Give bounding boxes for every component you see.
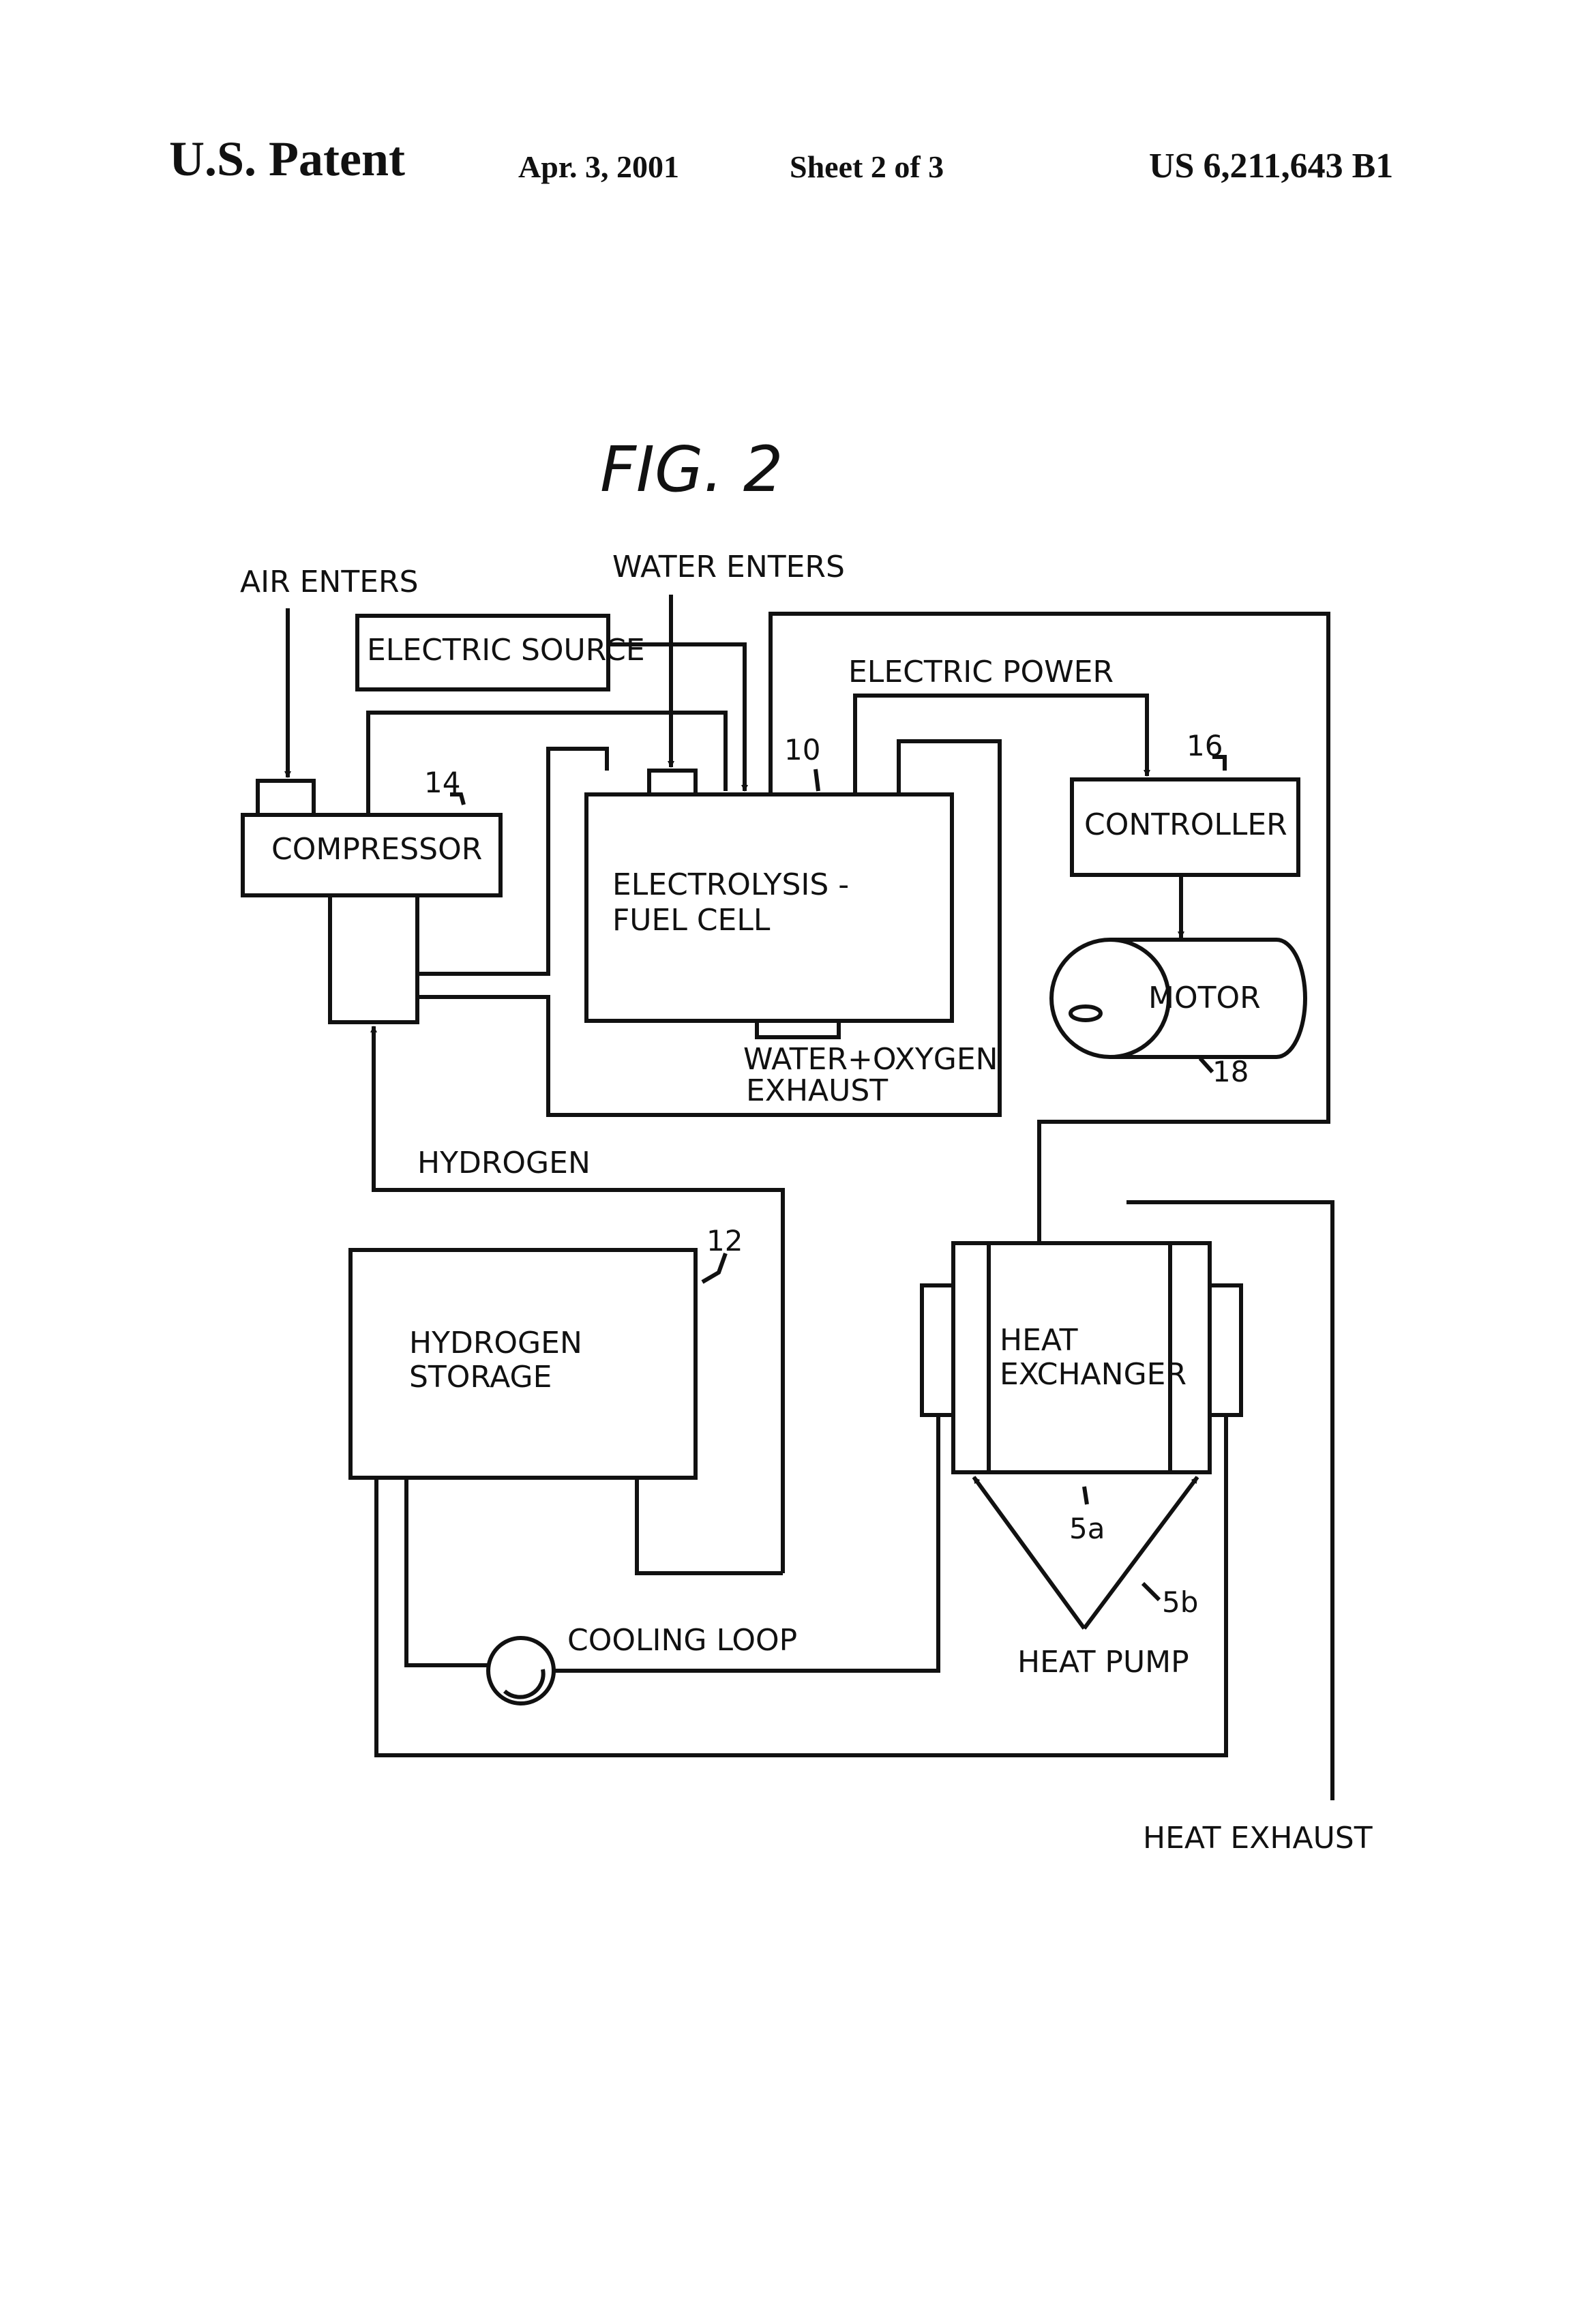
controller-label: CONTROLLER xyxy=(1084,807,1287,842)
ref-leader-5a xyxy=(1084,1487,1087,1504)
figure-title: FIG. 2 xyxy=(600,433,783,506)
motor-shaft-icon xyxy=(1071,1007,1101,1020)
ref-leader-5b xyxy=(1143,1583,1159,1600)
cooling-pump-rotation xyxy=(505,1669,543,1697)
heat-exchanger-left-port xyxy=(922,1285,953,1415)
hydrogen-label: HYDROGEN xyxy=(417,1146,591,1180)
water-oxygen-label: WATER+OXYGEN xyxy=(743,1042,998,1077)
ref-leader-18 xyxy=(1200,1058,1212,1072)
heat-exhaust-label: HEAT EXHAUST xyxy=(1143,1821,1373,1856)
fuel-cell-water-inlet xyxy=(649,771,696,794)
ref-heat-pump: 5b xyxy=(1162,1585,1198,1619)
hydrogen-line xyxy=(374,1026,783,1573)
ref-leader-10 xyxy=(816,769,818,791)
ref-leader-12 xyxy=(702,1253,726,1282)
ref-compressor: 14 xyxy=(424,766,460,799)
hydrogen-storage-label-1: HYDROGEN xyxy=(409,1326,582,1360)
ref-motor: 18 xyxy=(1212,1055,1249,1088)
motor-label: MOTOR xyxy=(1148,981,1261,1015)
ref-hydrogen-storage: 12 xyxy=(706,1224,743,1257)
heat-exchanger-label-2: EXCHANGER xyxy=(1000,1357,1186,1392)
heat-pump-left-arrow xyxy=(974,1477,1084,1628)
cooling-loop-label: COOLING LOOP xyxy=(567,1623,797,1658)
fuel-cell-exhaust-port xyxy=(757,1021,839,1037)
water-enters-label: WATER ENTERS xyxy=(612,550,845,584)
air-enters-label: AIR ENTERS xyxy=(240,565,419,599)
exhaust-label: EXHAUST xyxy=(746,1073,888,1108)
cooling-loop-left xyxy=(406,1478,488,1665)
fuel-cell-label-1: ELECTROLYSIS - xyxy=(612,867,849,902)
heat-pump-label: HEAT PUMP xyxy=(1017,1645,1189,1680)
compressor-label: COMPRESSOR xyxy=(271,832,482,867)
ref-controller: 16 xyxy=(1186,729,1223,762)
compressor-inlet xyxy=(258,781,314,815)
compressor-lower-body xyxy=(330,895,417,1022)
ref-fuel-cell: 10 xyxy=(784,733,820,766)
storage-to-hydrogen-loop xyxy=(637,1478,783,1573)
heat-exhaust-line xyxy=(1126,1202,1332,1800)
electric-source-label: ELECTRIC SOURCE xyxy=(367,633,645,668)
electric-power-label: ELECTRIC POWER xyxy=(848,655,1114,689)
heat-exchanger-right-port xyxy=(1210,1285,1241,1415)
fuel-cell-label-2: FUEL CELL xyxy=(612,903,771,938)
return-loop xyxy=(376,1415,1226,1755)
heat-exchanger-label-1: HEAT xyxy=(1000,1323,1078,1358)
ref-heat-exchanger: 5a xyxy=(1069,1512,1105,1545)
hydrogen-storage-label-2: STORAGE xyxy=(409,1360,552,1395)
